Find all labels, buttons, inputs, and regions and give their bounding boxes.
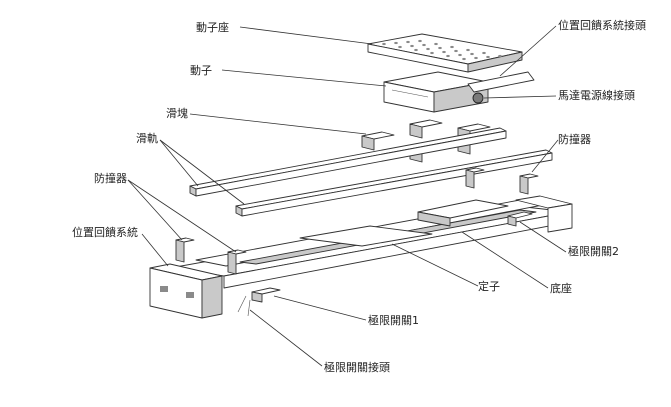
- seat-hole: [486, 55, 490, 59]
- label-base: 底座: [550, 282, 572, 295]
- seat-hole: [474, 56, 478, 60]
- mover-seat-drawing: [367, 33, 523, 73]
- label-limit-switch-2: 極限開關2: [568, 245, 619, 258]
- seat-hole: [398, 45, 402, 49]
- seat-hole: [426, 47, 430, 51]
- label-mover: 動子: [190, 64, 212, 77]
- label-limit-switch-1: 極限開關1: [368, 314, 419, 327]
- seat-hole: [446, 54, 450, 58]
- seat-hole: [382, 42, 386, 46]
- seat-hole: [422, 43, 426, 47]
- seat-hole: [466, 48, 470, 52]
- leader-lines: [127, 25, 567, 367]
- seat-hole: [406, 40, 410, 44]
- rails-drawing: [189, 127, 553, 217]
- seat-hole: [450, 45, 454, 49]
- label-mover-seat: 動子座: [196, 21, 229, 34]
- label-rail: 滑軌: [136, 132, 158, 145]
- seat-hole: [470, 52, 474, 56]
- seat-hole: [394, 41, 398, 45]
- label-motor-power-connector: 馬達電源線接頭: [558, 89, 635, 102]
- base-drawing: [149, 195, 573, 319]
- seat-hole: [454, 49, 458, 53]
- label-encoder-connector: 位置回饋系統接頭: [558, 19, 646, 32]
- label-encoder: 位置回饋系統: [72, 226, 138, 239]
- label-stator: 定子: [478, 280, 500, 293]
- seat-hole: [482, 51, 486, 55]
- seat-hole: [462, 57, 466, 61]
- seat-hole: [498, 54, 502, 58]
- seat-hole: [442, 50, 446, 54]
- seat-hole: [414, 48, 418, 52]
- seat-hole: [438, 46, 442, 50]
- label-bumper-left: 防撞器: [94, 172, 127, 185]
- seat-hole: [434, 42, 438, 46]
- seat-hole: [418, 39, 422, 43]
- label-limit-switch-connector: 極限開關接頭: [324, 361, 390, 374]
- seat-hole: [410, 44, 414, 48]
- bumpers-right-drawing: [465, 167, 539, 195]
- seat-hole: [458, 53, 462, 57]
- label-slider: 滑塊: [166, 107, 188, 120]
- label-bumper-right: 防撞器: [558, 133, 591, 146]
- mover-drawing: [383, 71, 535, 113]
- seat-hole: [430, 51, 434, 55]
